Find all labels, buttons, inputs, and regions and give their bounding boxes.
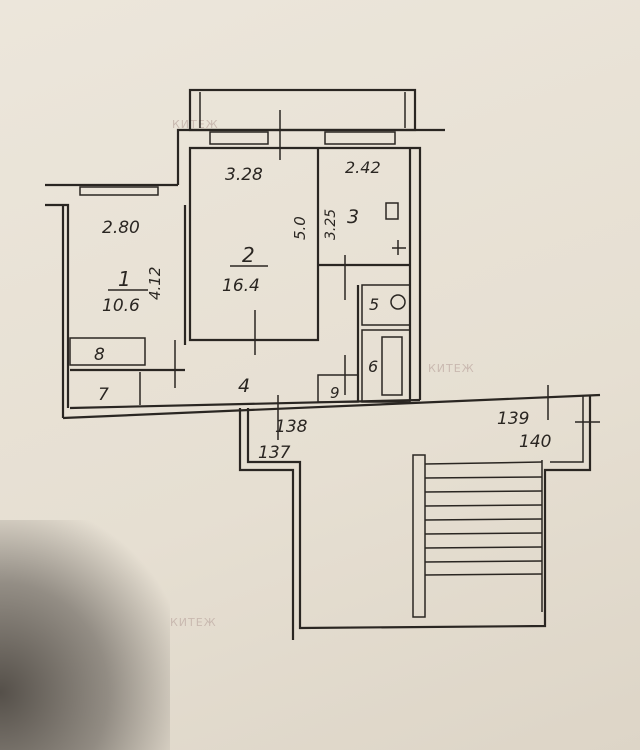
room2-width: 3.28 xyxy=(225,165,263,185)
staircase xyxy=(412,454,543,618)
room2-area: 16.4 xyxy=(222,276,260,296)
watermark: КИТЕЖ xyxy=(172,118,219,131)
apartment-137: 137 xyxy=(258,443,291,463)
stair-landing xyxy=(238,385,600,640)
closet7-number: 7 xyxy=(98,385,109,405)
room2-number: 2 xyxy=(242,243,255,267)
apartment-138: 138 xyxy=(275,417,308,437)
room1-number: 1 xyxy=(118,267,131,291)
balcony xyxy=(188,88,417,132)
watermark: КИТЕЖ xyxy=(428,362,475,375)
photo-shadow xyxy=(0,520,170,750)
closet8-number: 8 xyxy=(94,345,105,365)
toilet-number: 5 xyxy=(369,295,379,314)
room1-width: 2.80 xyxy=(102,218,140,238)
watermark: КИТЕЖ xyxy=(170,616,217,629)
room3-number: 3 xyxy=(347,206,359,228)
room1-area: 10.6 xyxy=(102,296,140,316)
bathroom-number: 6 xyxy=(368,357,378,376)
room3-length: 3.25 xyxy=(323,209,339,240)
room1-length: 4.12 xyxy=(146,267,164,300)
room2-length: 5.0 xyxy=(291,216,309,240)
apartment-140: 140 xyxy=(519,432,551,452)
room3-width: 2.42 xyxy=(345,158,381,177)
closet9-number: 9 xyxy=(330,384,340,402)
interior-walls xyxy=(69,110,411,405)
corridor-number: 4 xyxy=(238,375,250,397)
apartment-139: 139 xyxy=(497,409,529,429)
